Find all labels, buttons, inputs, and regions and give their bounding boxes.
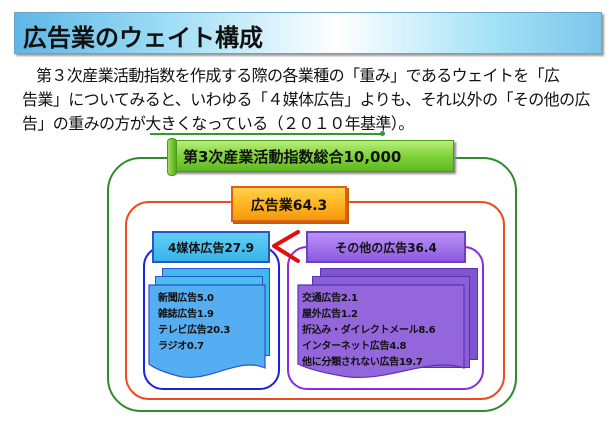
list-item: インターネット広告4.8 [302, 339, 435, 355]
item-label: テレビ広告 [158, 325, 207, 336]
item-value: 5.0 [196, 293, 214, 304]
advertising-industry-value: 64.3 [292, 198, 328, 214]
item-value: 4.8 [389, 341, 407, 352]
item-label: 折込み・ダイレクトメール [302, 325, 419, 336]
four-media-name: 4媒体広告 [168, 241, 225, 255]
item-value: 8.6 [418, 325, 436, 336]
total-index-name: 第3次産業活動指数総合 [183, 148, 344, 166]
four-media-label: 4媒体広告27.9 [152, 231, 270, 263]
other-advertising-value: 36.4 [407, 241, 437, 255]
title-bar: 広告業のウェイト構成 [14, 12, 602, 54]
total-index-label: 第3次産業活動指数総合10,000 [183, 146, 401, 167]
document-icon [148, 284, 266, 378]
total-index-banner: 第3次産業活動指数総合10,000 [167, 138, 454, 176]
list-item: 雑誌広告1.9 [158, 307, 230, 323]
description-line: 第３次産業活動指数を作成する際の各業種の「重み」であるウェイトを「広 [36, 66, 560, 85]
less-than-icon: < [272, 230, 300, 263]
list-item: 屋外広告1.2 [302, 307, 435, 323]
page-title: 広告業のウェイト構成 [23, 24, 263, 52]
item-label: 雑誌広告 [158, 309, 197, 320]
item-value: 1.9 [196, 309, 214, 320]
item-value: 2.1 [340, 293, 358, 304]
list-item: テレビ広告20.3 [158, 323, 230, 339]
item-value: 20.3 [206, 325, 231, 336]
list-item: 交通広告2.1 [302, 291, 435, 307]
list-item: 折込み・ダイレクトメール8.6 [302, 323, 436, 339]
other-advertising-list: 交通広告2.1 屋外広告1.2 折込み・ダイレクトメール8.6 インターネット広… [302, 291, 436, 371]
item-label: 新聞広告 [158, 293, 197, 304]
item-label: 他に分類されない広告 [302, 357, 399, 368]
item-value: 19.7 [399, 357, 423, 368]
underline-dot [380, 131, 385, 136]
advertising-industry-label: 広告業64.3 [233, 195, 345, 215]
item-label: 屋外広告 [302, 309, 341, 320]
item-label: インターネット広告 [302, 341, 390, 352]
item-value: 1.2 [340, 309, 358, 320]
four-media-value: 27.9 [224, 241, 254, 255]
four-media-label-text: 4媒体広告27.9 [154, 239, 268, 256]
list-item: 他に分類されない広告19.7 [302, 355, 435, 371]
document-icon [297, 284, 465, 378]
advertising-industry-banner: 広告業64.3 [231, 186, 347, 222]
item-value: 0.7 [186, 341, 204, 352]
scroll-curl-icon [167, 138, 177, 176]
four-media-list: 新聞広告5.0 雑誌広告1.9 テレビ広告20.3 ラジオ0.7 [158, 291, 230, 355]
description-line: 告」の重みの方が大きくなっている（２０１０年基準）。 [22, 114, 414, 133]
description-line: 告業」についてみると、いわゆる「４媒体広告」よりも、それ以外の「その他の広 [22, 90, 590, 109]
item-label: 交通広告 [302, 293, 341, 304]
other-advertising-label-text: その他の広告36.4 [308, 239, 464, 256]
other-advertising-name: その他の広告 [335, 241, 408, 255]
list-item: 新聞広告5.0 [158, 291, 230, 307]
other-advertising-label: その他の広告36.4 [306, 231, 466, 263]
advertising-industry-name: 広告業 [250, 198, 293, 214]
item-label: ラジオ [158, 341, 187, 352]
total-index-value: 10,000 [343, 148, 402, 166]
description-paragraph: 第３次産業活動指数を作成する際の各業種の「重み」であるウェイトを「広 告業」につ… [22, 64, 592, 136]
list-item: ラジオ0.7 [158, 339, 230, 355]
underline-decoration [150, 133, 382, 135]
